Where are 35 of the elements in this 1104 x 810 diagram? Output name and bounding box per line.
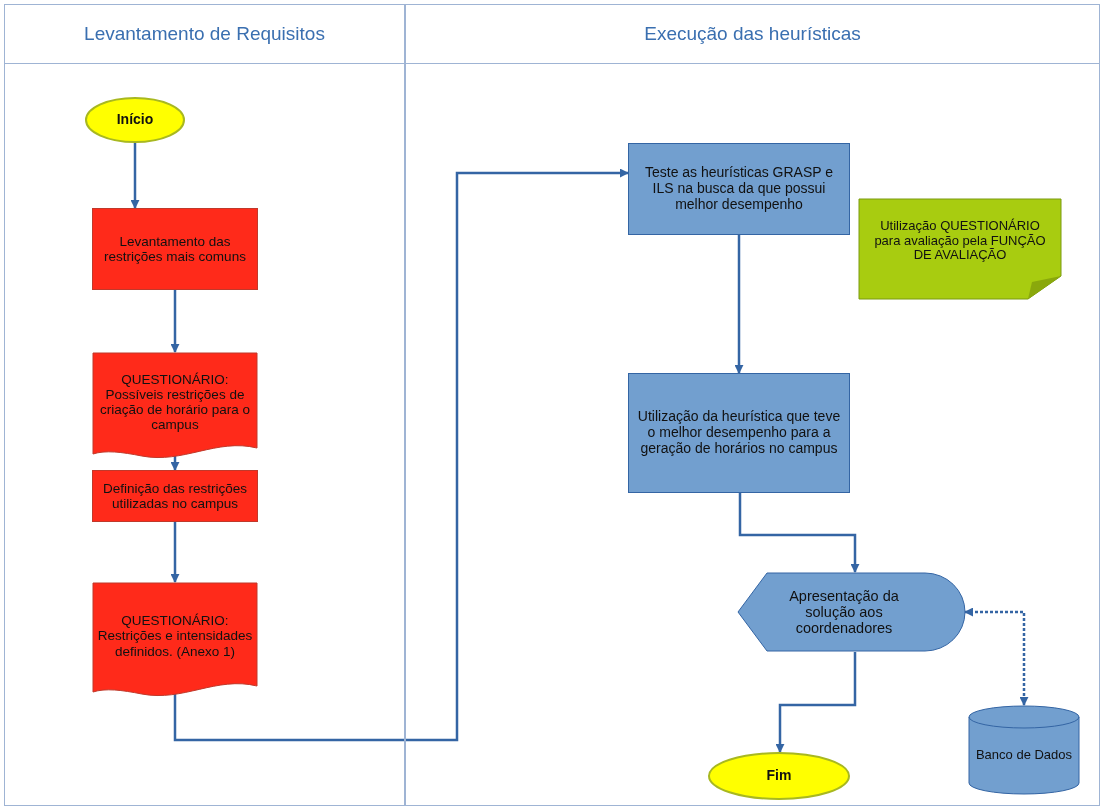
document-shape — [92, 582, 258, 698]
process-box — [628, 373, 850, 493]
connector-arrow — [964, 607, 1029, 706]
node-label: Apresentação da solução aos coordenadores — [788, 587, 900, 637]
node-label: QUESTIONÁRIO: Restrições e intensidades definidos. (Anexo 1) — [96, 613, 254, 659]
connector-arrow — [738, 493, 860, 573]
node-label: Teste as heurísticas GRASP e ILS na busca da que possui melhor desempenho — [643, 165, 835, 213]
connector-arrow — [775, 652, 857, 753]
connector-arrow — [173, 168, 629, 742]
lane-title: Execução das heurísticas — [644, 23, 861, 45]
swimlane — [405, 4, 1100, 806]
node-label: Definição das restrições utilizadas no campus — [101, 480, 249, 512]
database-cylinder — [968, 705, 1080, 795]
terminal-ellipse — [708, 752, 850, 800]
display-shape — [737, 572, 965, 652]
node-label: Banco de Dados — [975, 747, 1073, 763]
connector-arrow — [170, 454, 180, 471]
node-label: Fim — [766, 768, 792, 784]
node-label: Levantamento das restrições mais comuns — [103, 233, 247, 265]
lane-title: Levantamento de Requisitos — [84, 23, 325, 45]
connector-arrow — [130, 143, 140, 209]
connector-arrow — [734, 235, 744, 374]
swimlane — [4, 4, 405, 806]
node-label: Utilização da heurística que teve o melhor desempenho para a geração de horários no campus — [636, 409, 842, 457]
connector-arrow — [170, 290, 180, 353]
node-label: QUESTIONÁRIO: Possíveis restrições de criação de horário para o campus — [98, 371, 252, 433]
process-box — [92, 208, 258, 290]
process-box — [92, 470, 258, 522]
node-label: Início — [116, 112, 154, 128]
node-label: Utilização QUESTIONÁRIO para avaliação pela FUNÇÃO DE AVALIAÇÃO — [873, 219, 1047, 263]
note-shape — [858, 198, 1062, 300]
connector-arrow — [170, 522, 180, 583]
process-box — [628, 143, 850, 235]
document-shape — [92, 352, 258, 460]
terminal-ellipse — [85, 97, 185, 143]
